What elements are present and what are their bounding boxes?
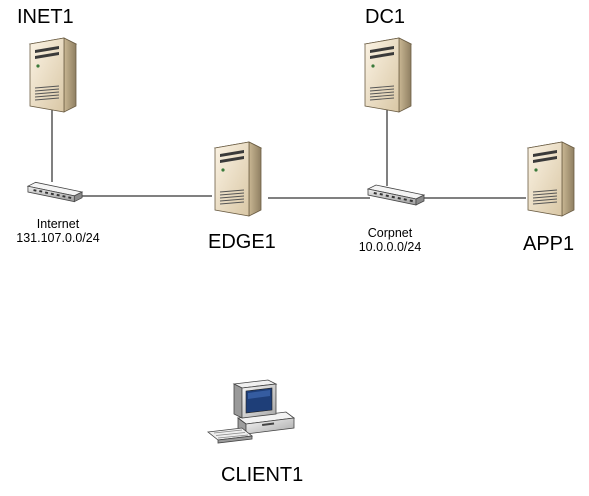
- corpnet-network-label: Corpnet 10.0.0.0/24: [347, 226, 433, 255]
- dc1-server-icon[interactable]: [364, 37, 412, 113]
- internet-name: Internet: [36, 217, 80, 231]
- internet-switch-icon[interactable]: [27, 181, 83, 203]
- client1-label: CLIENT1: [221, 464, 304, 486]
- corpnet-name: Corpnet: [367, 226, 413, 240]
- links: [51, 110, 526, 199]
- corpnet-switch-icon[interactable]: [367, 184, 425, 206]
- corpnet-subnet: 10.0.0.0/24: [358, 239, 422, 254]
- app1-label: APP1: [523, 233, 575, 255]
- internet-network-label: Internet 131.107.0.0/24: [8, 217, 108, 246]
- inet1-server-icon[interactable]: [29, 37, 77, 113]
- edge1-label: EDGE1: [208, 231, 276, 253]
- client1-workstation-icon[interactable]: [207, 379, 295, 444]
- dc1-label: DC1: [365, 6, 406, 28]
- app1-server-icon[interactable]: [527, 141, 575, 217]
- edge1-server-icon[interactable]: [214, 141, 262, 217]
- inet1-label: INET1: [17, 6, 74, 28]
- internet-subnet: 131.107.0.0/24: [16, 230, 100, 245]
